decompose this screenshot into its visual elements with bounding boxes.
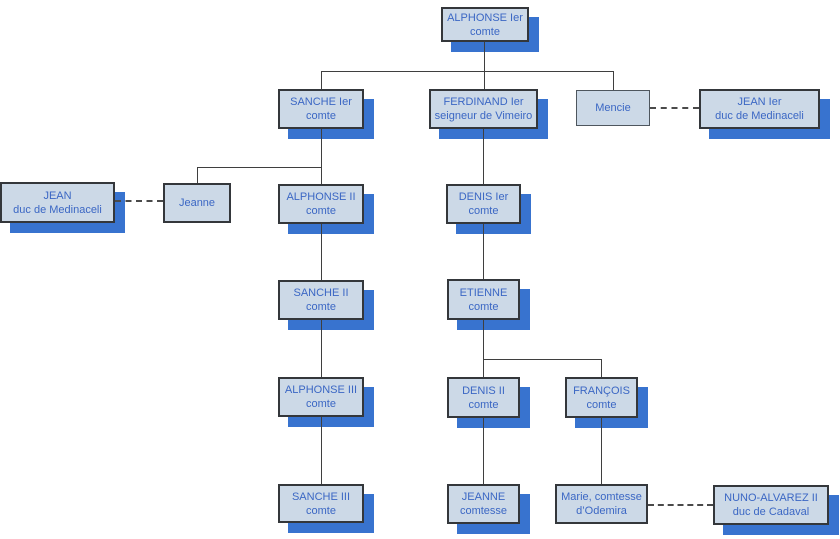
connector-denis-ii-down <box>483 418 484 484</box>
tree-node-jeanne-comtesse[interactable]: JEANNE comtesse <box>447 484 520 524</box>
node-name: SANCHE III <box>291 490 351 503</box>
tree-node-etienne[interactable]: ETIENNE comte <box>447 279 520 320</box>
node-title: d’Odemira <box>576 505 627 517</box>
tree-node-denis-ii[interactable]: DENIS II comte <box>447 377 520 418</box>
node-title: duc de Cadaval <box>732 506 810 518</box>
tree-node-sanche-iii[interactable]: SANCHE III comte <box>278 484 364 523</box>
connector-jeanne-branch <box>197 167 322 168</box>
node-title: comtesse <box>459 505 508 517</box>
node-name: DENIS II <box>462 384 505 397</box>
node-name: FERDINAND Ier <box>443 96 524 108</box>
tree-node-ferdinand-ier[interactable]: FERDINAND Ier seigneur de Vimeiro <box>429 89 538 129</box>
marriage-line-jean-jeanne <box>115 200 163 202</box>
tree-node-francois[interactable]: FRANÇOIS comte <box>565 377 638 418</box>
node-name: Marie, comtesse <box>561 491 642 503</box>
tree-node-jean[interactable]: JEAN duc de Medinaceli <box>0 182 115 223</box>
node-name: SANCHE Ier <box>290 96 352 108</box>
node-title: duc de Medinaceli <box>13 203 102 216</box>
node-title: duc de Medinaceli <box>715 110 804 122</box>
node-name: JEAN <box>43 189 72 202</box>
connector-sanche-ii-down <box>321 320 322 377</box>
node-title: comte <box>468 300 499 313</box>
node-name: ALPHONSE Ier <box>447 11 523 24</box>
node-title: comte <box>470 25 500 38</box>
node-name: FRANÇOIS <box>573 384 630 397</box>
connector-to-francois <box>601 359 602 377</box>
node-name: NUNO-ALVAREZ II <box>724 492 818 504</box>
node-title: comte <box>468 398 499 411</box>
node-name: ETIENNE <box>459 286 508 299</box>
node-name: JEAN Ier <box>737 96 782 108</box>
tree-node-alphonse-ii[interactable]: ALPHONSE II comte <box>278 184 364 224</box>
node-name: Mencie <box>595 102 631 114</box>
tree-node-jeanne[interactable]: Jeanne <box>163 183 231 223</box>
connector-sanche-ier-down <box>321 129 322 184</box>
tree-node-mencie[interactable]: Mencie <box>576 90 650 126</box>
connector-to-mencie <box>613 71 614 90</box>
tree-node-nuno-alvarez-ii[interactable]: NUNO-ALVAREZ II duc de Cadaval <box>713 485 829 525</box>
tree-node-alphonse-iii[interactable]: ALPHONSE III comte <box>278 377 364 417</box>
node-title: comte <box>306 398 336 410</box>
connector-alphonse-ier-down <box>484 42 485 89</box>
connector-to-jeanne <box>197 167 198 183</box>
node-title: comte <box>306 301 336 313</box>
marriage-line-mencie-jean-ier <box>650 107 699 109</box>
connector-etienne-children-bus <box>483 359 602 360</box>
node-name: SANCHE II <box>293 287 349 299</box>
connector-alphonse-iii-down <box>321 417 322 484</box>
connector-etienne-down <box>483 320 484 377</box>
connector-francois-down <box>601 418 602 484</box>
connector-ferdinand-to-denis-ier <box>483 129 484 184</box>
node-name: Jeanne <box>178 197 216 209</box>
node-title: comte <box>306 504 336 517</box>
node-name: ALPHONSE III <box>284 384 358 396</box>
tree-node-marie[interactable]: Marie, comtesse d’Odemira <box>555 484 648 524</box>
node-title: seigneur de Vimeiro <box>434 110 533 122</box>
tree-node-alphonse-ier[interactable]: ALPHONSE Ier comte <box>441 7 529 42</box>
tree-node-sanche-ier[interactable]: SANCHE Ier comte <box>278 89 364 129</box>
node-title: comte <box>468 205 499 217</box>
connector-generation1-bus <box>321 71 614 72</box>
tree-node-jean-ier[interactable]: JEAN Ier duc de Medinaceli <box>699 89 820 129</box>
connector-denis-ier-down <box>483 224 484 279</box>
tree-node-denis-ier[interactable]: DENIS Ier comte <box>446 184 521 224</box>
node-name: DENIS Ier <box>458 191 509 203</box>
tree-node-sanche-ii[interactable]: SANCHE II comte <box>278 280 364 320</box>
node-title: comte <box>306 110 336 122</box>
node-name: ALPHONSE II <box>286 191 356 203</box>
node-title: comte <box>586 398 617 411</box>
node-name: JEANNE <box>461 491 506 503</box>
node-title: comte <box>306 205 336 217</box>
marriage-line-marie-nuno <box>648 504 713 506</box>
connector-alphonse-ii-down <box>321 224 322 280</box>
connector-to-sanche-ier <box>321 71 322 89</box>
